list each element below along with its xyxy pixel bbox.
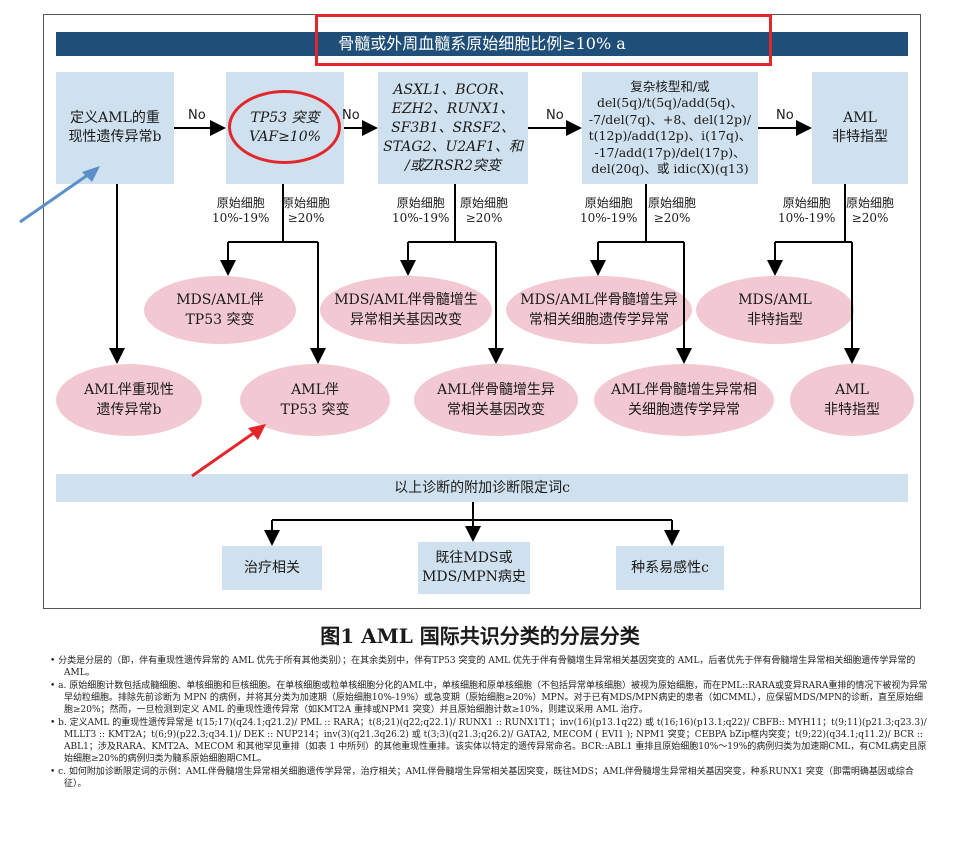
- blast-high-label: 原始细胞 ≥20%: [846, 196, 895, 225]
- box-mr-genes: ASXL1、BCOR、 EZH2、RUNX1、 SF3B1、SRSF2、 STA…: [378, 72, 528, 184]
- blast-high-label: 原始细胞 ≥20%: [648, 196, 697, 225]
- ellipse-aml-nos: AML 非特指型: [790, 364, 914, 436]
- red-highlight-circle: [228, 90, 341, 164]
- ellipse-mds-aml-mr-genes: MDS/AML伴骨髓增生 异常相关基因改变: [320, 276, 492, 344]
- footnote-b: • b. 定义AML 的重现性遗传异常是 t(15;17)(q24.1;q21.…: [50, 718, 927, 764]
- figure-title: 图1 AML 国际共识分类的分层分类: [320, 624, 640, 648]
- footnote-hierarchy: • 分类是分层的（即，伴有重现性遗传异常的 AML 优先于所有其他类别）；在其余…: [50, 656, 916, 678]
- qualifier-therapy-related: 治疗相关: [222, 546, 322, 590]
- qualifier-banner: 以上诊断的附加诊断限定词c: [56, 474, 908, 502]
- no-label: No: [188, 108, 206, 123]
- blast-low-label: 原始细胞 10%-19%: [392, 196, 450, 225]
- blast-high-label: 原始细胞 ≥20%: [282, 196, 331, 225]
- footnote-c: • c. 如何附加诊断限定词的示例：AML伴骨髓增生异常相关细胞遗传学异常，治疗…: [50, 767, 914, 789]
- ellipse-aml-tp53: AML伴 TP53 突变: [240, 364, 390, 436]
- no-label: No: [546, 108, 564, 123]
- blast-low-label: 原始细胞 10%-19%: [580, 196, 638, 225]
- box-aml-nos: AML 非特指型: [812, 72, 908, 184]
- ellipse-mds-aml-nos: MDS/AML 非特指型: [696, 276, 854, 344]
- no-label: No: [342, 108, 360, 123]
- ellipse-aml-mr-genes: AML伴骨髓增生异 常相关基因改变: [414, 364, 578, 436]
- footnote-a: • a. 原始细胞计数包括成髓细胞、单核细胞和巨核细胞。在单核细胞或粒单核细胞分…: [50, 681, 928, 715]
- blast-low-label: 原始细胞 10%-19%: [212, 196, 270, 225]
- box-recurrent-genetic: 定义AML的重 现性遗传异常b: [56, 72, 174, 184]
- footnotes: • 分类是分层的（即，伴有重现性遗传异常的 AML 优先于所有其他类别）；在其余…: [50, 655, 930, 791]
- qualifier-prior-mds: 既往MDS或 MDS/MPN病史: [418, 542, 530, 594]
- blast-high-label: 原始细胞 ≥20%: [460, 196, 509, 225]
- top-banner: 骨髓或外周血髓系原始细胞比例≥10% a: [56, 32, 908, 56]
- no-label: No: [776, 108, 794, 123]
- qualifier-germline: 种系易感性c: [616, 546, 724, 590]
- box-mr-cytogenetics: 复杂核型和/或 del(5q)/t(5q)/add(5q)、 -7/del(7q…: [582, 72, 758, 184]
- blast-low-label: 原始细胞 10%-19%: [778, 196, 836, 225]
- red-highlight-box: [315, 14, 772, 66]
- ellipse-mds-aml-tp53: MDS/AML伴 TP53 突变: [144, 276, 296, 344]
- ellipse-mds-aml-mr-cytogenetics: MDS/AML伴骨髓增生异 常相关细胞遗传学异常: [506, 276, 692, 344]
- blue-annotation-arrow: [19, 170, 93, 224]
- ellipse-aml-mr-cytogenetics: AML伴骨髓增生异常相 关细胞遗传学异常: [594, 364, 774, 436]
- red-annotation-arrow: [191, 428, 259, 478]
- ellipse-aml-recurrent: AML伴重现性 遗传异常b: [56, 364, 202, 436]
